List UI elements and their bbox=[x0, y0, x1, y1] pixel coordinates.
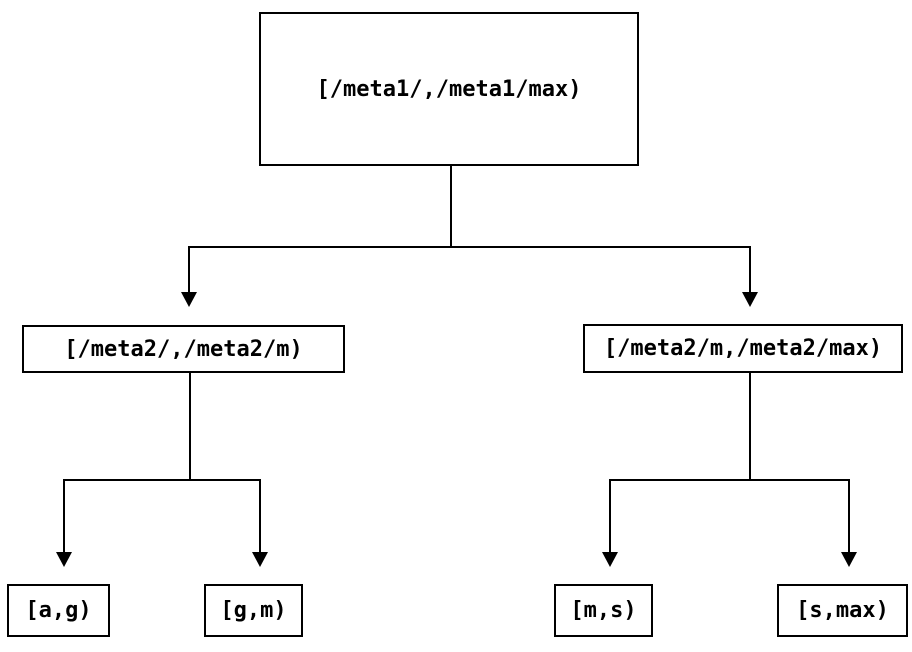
node-label: [/meta1/,/meta1/max) bbox=[316, 76, 582, 102]
arrow-down-icon bbox=[841, 552, 857, 567]
node-leaf-ms: [m,s) bbox=[554, 584, 653, 637]
edge-meta2-high-to-leaf-ms bbox=[609, 373, 751, 552]
arrow-down-icon bbox=[181, 292, 197, 307]
node-label: [/meta2/m,/meta2/max) bbox=[603, 336, 883, 361]
node-label: [a,g) bbox=[25, 598, 92, 623]
arrow-down-icon bbox=[56, 552, 72, 567]
node-leaf-smax: [s,max) bbox=[777, 584, 908, 637]
node-leaf-ag: [a,g) bbox=[7, 584, 110, 637]
node-label: [g,m) bbox=[220, 598, 287, 623]
node-label: [/meta2/,/meta2/m) bbox=[64, 336, 303, 362]
node-meta2-low-range: [/meta2/,/meta2/m) bbox=[22, 325, 345, 373]
edge-root-to-meta2-low bbox=[188, 166, 452, 292]
edge-meta2-low-to-leaf-gm bbox=[189, 373, 261, 552]
arrow-down-icon bbox=[742, 292, 758, 307]
node-label: [s,max) bbox=[796, 598, 889, 623]
node-root-meta1-range: [/meta1/,/meta1/max) bbox=[259, 12, 639, 166]
node-leaf-gm: [g,m) bbox=[204, 584, 303, 637]
edge-root-to-meta2-high bbox=[450, 166, 751, 292]
node-meta2-high-range: [/meta2/m,/meta2/max) bbox=[583, 324, 903, 373]
edge-meta2-high-to-leaf-smax bbox=[749, 373, 850, 552]
arrow-down-icon bbox=[252, 552, 268, 567]
arrow-down-icon bbox=[602, 552, 618, 567]
node-label: [m,s) bbox=[570, 598, 637, 623]
edge-meta2-low-to-leaf-ag bbox=[63, 373, 191, 552]
